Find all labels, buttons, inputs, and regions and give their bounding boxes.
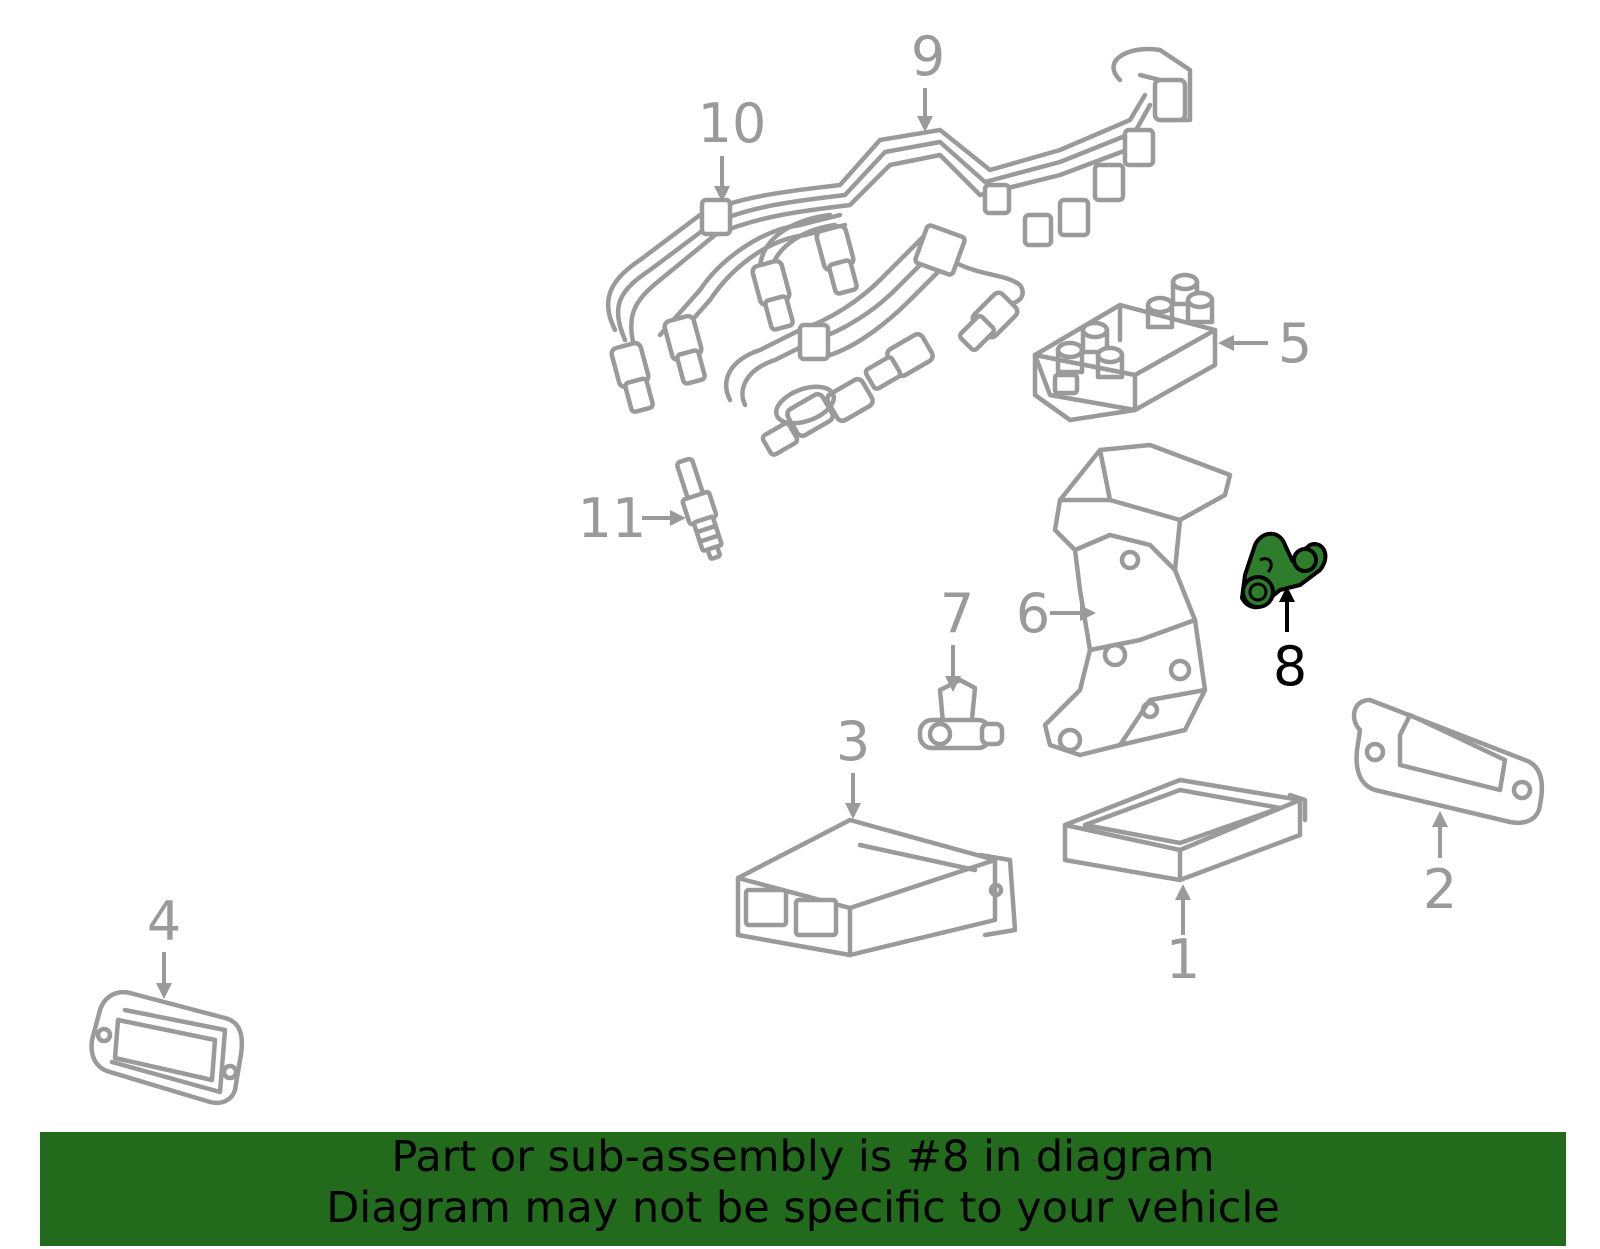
callout-number-4: 4: [147, 890, 181, 953]
callout-number-11: 11: [578, 487, 647, 550]
callout-number-6: 6: [1016, 582, 1050, 645]
banner-line-1: Part or sub-assembly is #8 in diagram: [391, 1132, 1215, 1182]
callout-number-2: 2: [1423, 858, 1457, 921]
banner-line-2: Diagram may not be specific to your vehi…: [326, 1183, 1280, 1233]
control-module-3: [735, 817, 1018, 958]
ignition-coil-pack: [1032, 272, 1218, 423]
callout-2: 2: [1423, 811, 1457, 921]
highlighted-part-8: [1239, 531, 1328, 610]
callout-8: 8: [1273, 586, 1307, 698]
sensor-part-7: [917, 677, 1005, 751]
callout-5: 5: [1218, 312, 1312, 375]
callout-number-5: 5: [1278, 312, 1312, 375]
callout-3: 3: [836, 710, 870, 819]
mounting-bracket: [1042, 442, 1233, 758]
callout-1: 1: [1166, 884, 1200, 991]
callout-6: 6: [1016, 582, 1096, 645]
control-module-1: [1062, 777, 1308, 883]
callout-7: 7: [940, 582, 974, 692]
callout-10: 10: [698, 92, 767, 202]
callout-4: 4: [147, 890, 181, 999]
callout-number-1: 1: [1166, 928, 1200, 991]
callout-9: 9: [911, 25, 945, 132]
callout-number-3: 3: [836, 710, 870, 773]
gasket-4: [89, 990, 245, 1106]
callout-number-8: 8: [1273, 635, 1307, 698]
notice-banner: Part or sub-assembly is #8 in diagram Di…: [40, 1132, 1566, 1246]
callout-number-9: 9: [911, 25, 945, 88]
callout-number-10: 10: [698, 92, 767, 155]
callout-number-7: 7: [940, 582, 974, 645]
cover-plate-2: [1351, 697, 1545, 825]
ignition-wire-harness: [605, 46, 1193, 457]
spark-plug: [675, 456, 724, 561]
callout-11: 11: [578, 487, 686, 550]
